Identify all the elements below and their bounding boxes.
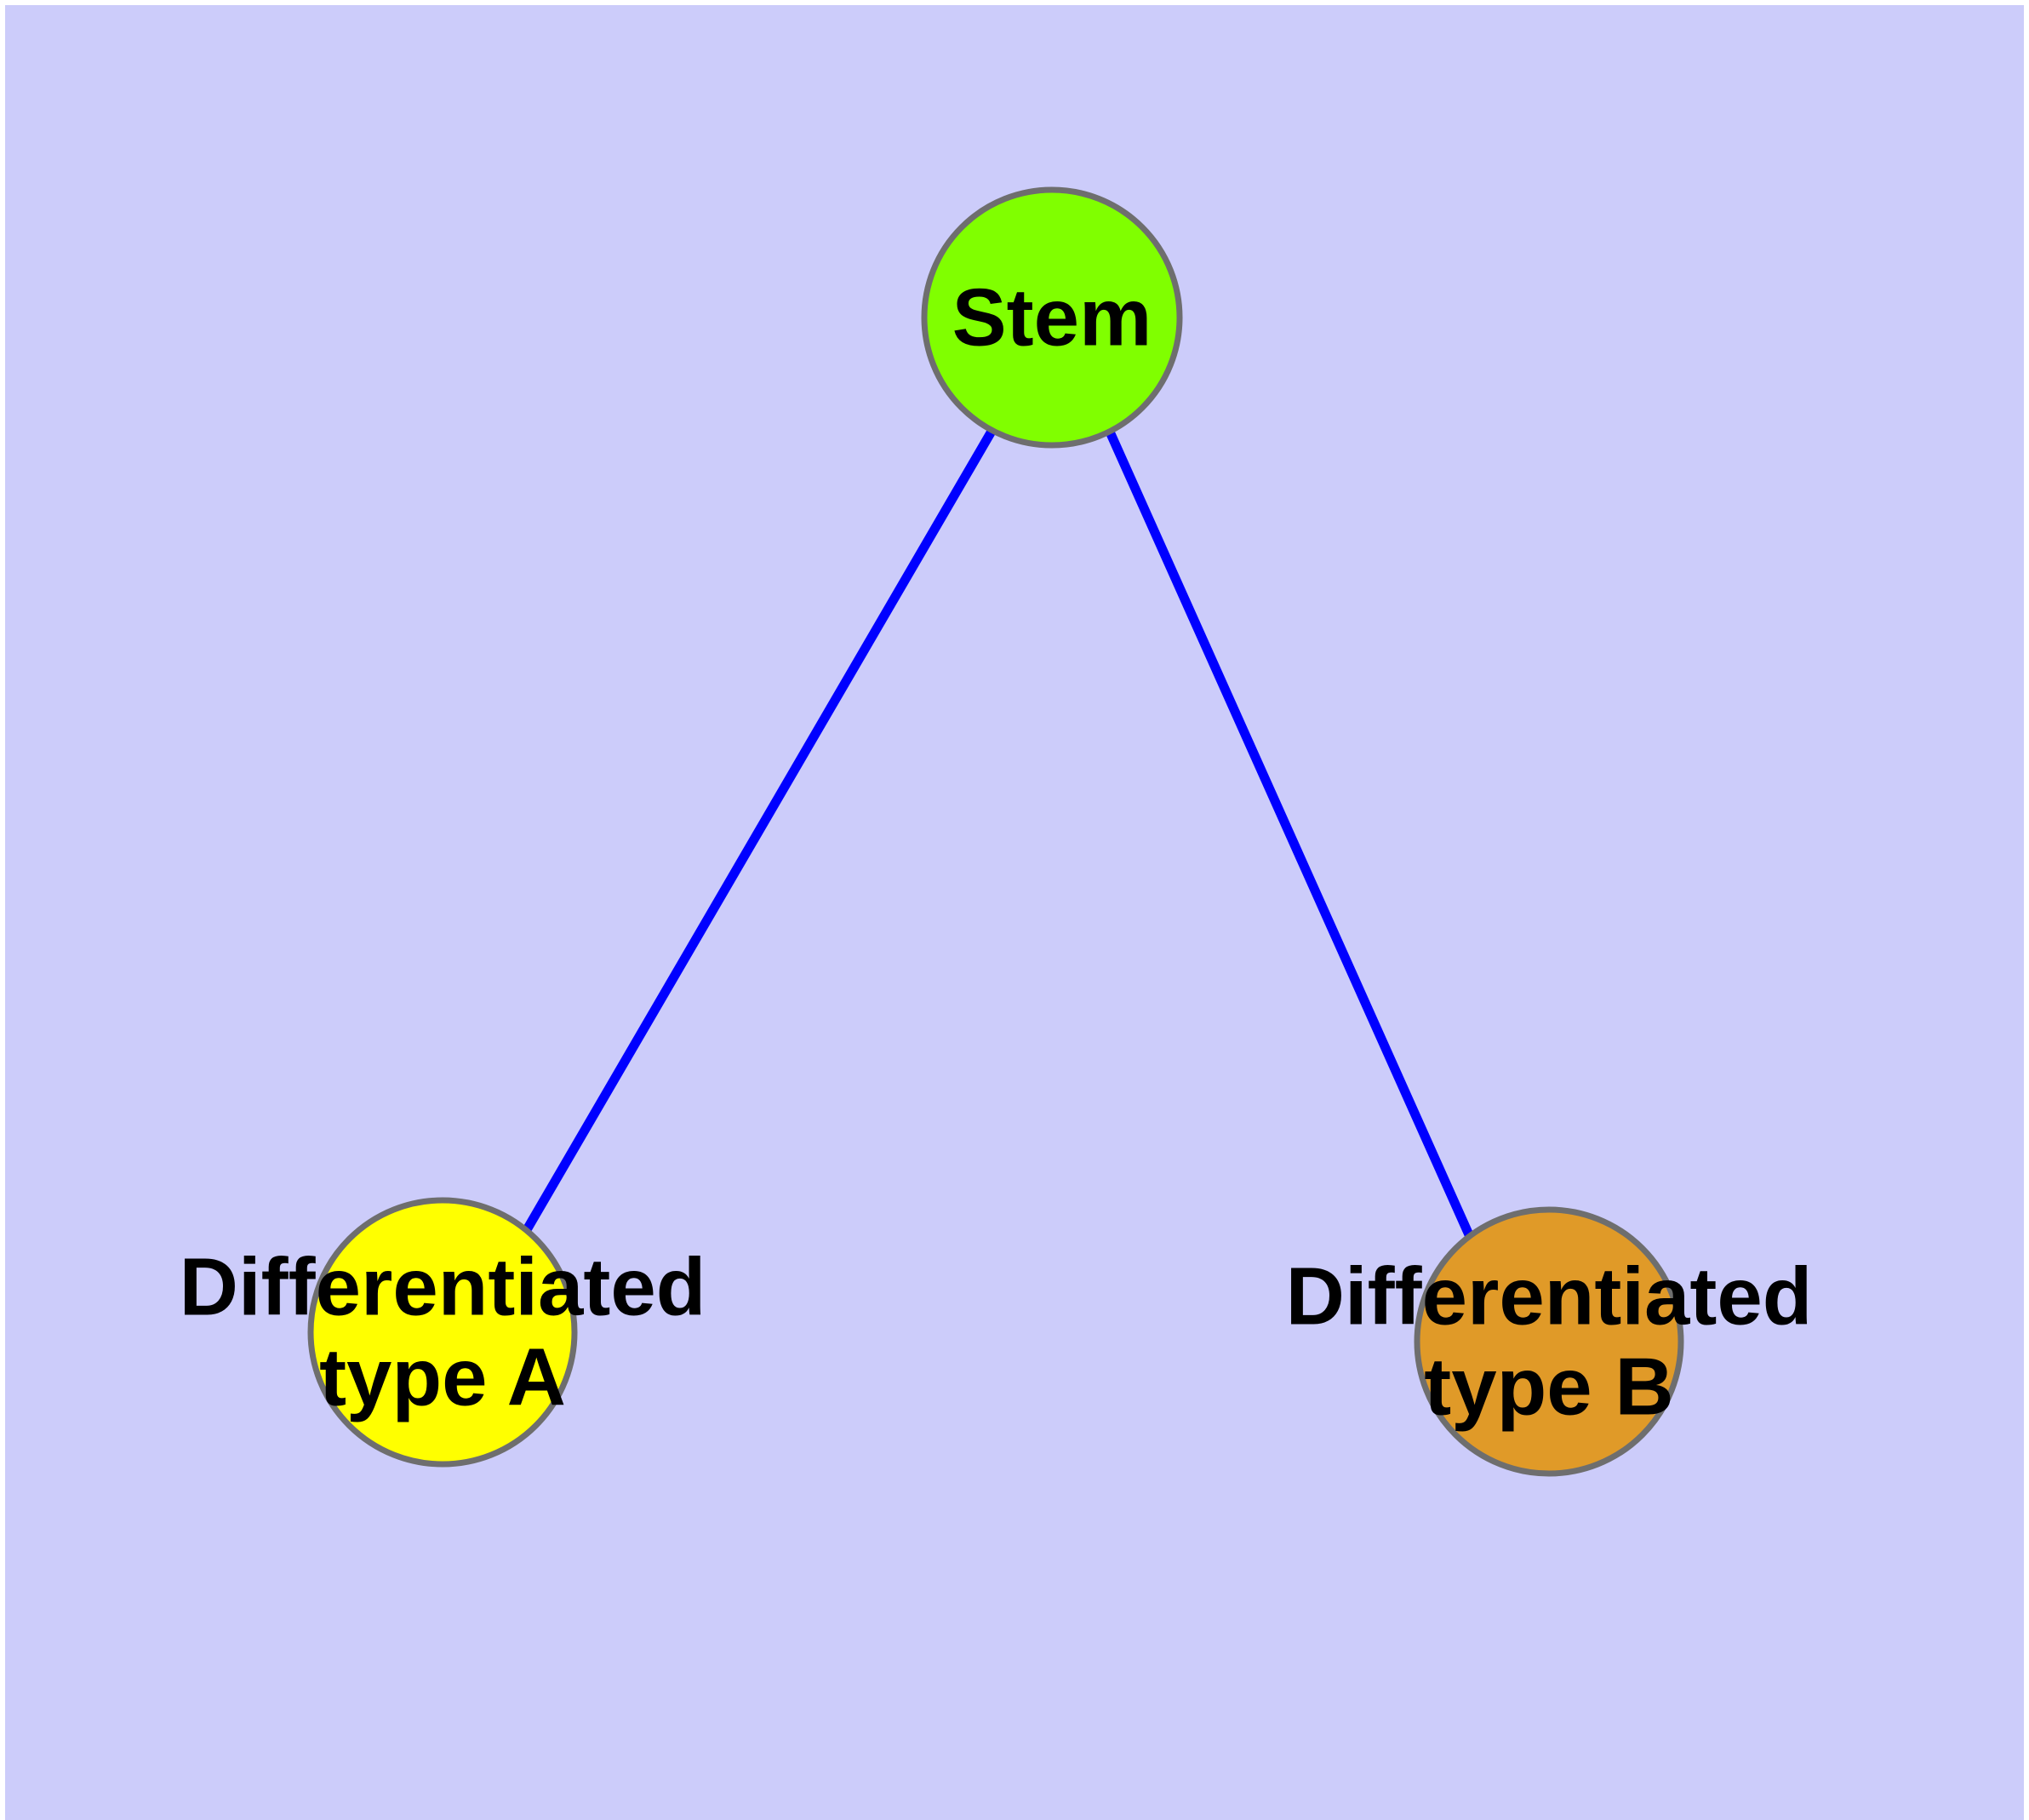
node-label-line: type B	[1424, 1342, 1673, 1433]
node-differentiated-type-b[interactable]	[1414, 1206, 1684, 1477]
edge-layer	[521, 427, 1476, 1241]
node-label-line: Differentiated	[1286, 1251, 1813, 1342]
node-stem[interactable]	[921, 186, 1183, 449]
node-label-line: Stem	[952, 272, 1152, 363]
edge-stem-to-differentiated-type-b[interactable]	[1104, 427, 1476, 1241]
node-label-line: type A	[319, 1332, 566, 1423]
node-differentiated-type-a[interactable]	[307, 1197, 578, 1468]
edge-stem-to-differentiated-type-a[interactable]	[521, 427, 997, 1235]
node-label-line: Differentiated	[180, 1242, 706, 1333]
node-layer	[307, 186, 1684, 1477]
node-label-stem: Stem	[952, 272, 1152, 363]
